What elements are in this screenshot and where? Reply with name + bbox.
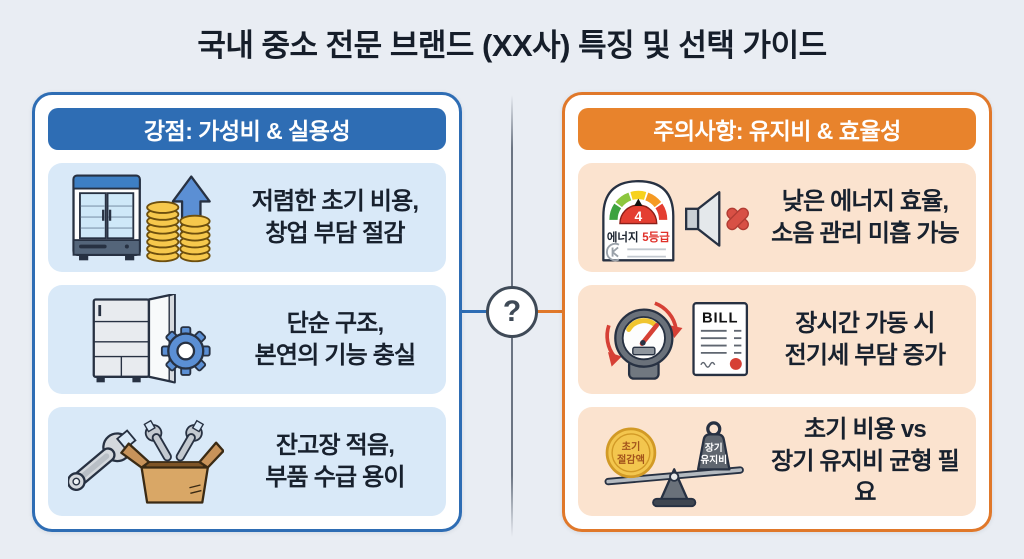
coin-icon: 초기 절감액 [605,427,656,478]
x-mark-icon [725,207,749,230]
strength-row-reliability: 잔고장 적음, 부품 수급 용이 [48,407,446,516]
strength-row-simple-structure: 단순 구조, 본연의 기능 충실 [48,285,446,394]
strengths-panel: 강점: 가성비 & 실용성 [32,92,462,532]
right-connector-line [536,310,562,313]
wrench-icon [67,428,137,491]
kc-mark-icon [605,242,619,261]
question-mark-badge: ? [486,286,538,338]
electricity-illustration: BILL [604,300,748,380]
strength-text-initial-cost: 저렴한 초기 비용, 창업 부담 절감 [251,187,419,247]
strengths-header: 강점: 가성비 & 실용성 [48,108,446,150]
caution-row-cost-balance: 초기 절감액 장기 유지비 초기 비용 vs 장기 유지비 균형 필요 [578,407,976,516]
strength-text-simple-structure: 단순 구조, 본연의 기능 충실 [254,309,417,369]
question-mark: ? [502,295,522,328]
low-cost-illustration [72,174,211,262]
page-title: 국내 중소 전문 브랜드 (XX사) 특징 및 선택 가이드 [197,28,827,63]
cautions-header: 주의사항: 유지비 & 효율성 [578,108,976,150]
muted-speaker-icon [684,190,720,247]
caution-text-efficiency-noise: 낮은 에너지 효율, 소음 관리 미흡 가능 [771,187,960,247]
caution-text-cost-balance: 초기 비용 vs 장기 유지비 균형 필요 [771,415,960,507]
coin-label-top: 초기 [621,440,640,453]
weight-label-top: 장기 [704,441,722,453]
open-fridge-icon [92,293,176,383]
caution-row-electricity: BILL 장시간 가동 시 전기세 부담 증가 [578,285,976,394]
coin-label-bottom: 절감액 [617,452,645,465]
coin-stacks-icon [145,200,211,262]
strength-row-initial-cost: 저렴한 초기 비용, 창업 부담 절감 [48,163,446,272]
strength-text-reliability: 잔고장 적음, 부품 수급 용이 [265,431,405,491]
showcase-fridge-icon [72,174,141,260]
grade-number: 4 [634,209,642,224]
weight-label-bottom: 유지비 [700,453,727,465]
left-connector-line [462,310,488,313]
caution-text-electricity: 장시간 가동 시 전기세 부담 증가 [784,309,947,369]
electric-meter-icon [604,300,682,380]
reliability-illustration [67,419,225,504]
cost-balance-illustration: 초기 절감액 장기 유지비 [604,420,744,507]
balance-scale-icon [604,465,744,507]
gear-icon [160,325,211,376]
simple-structure-illustration [92,293,211,383]
parts-box-icon [120,419,225,504]
bill-icon: BILL [691,301,748,376]
bill-label: BILL [702,310,738,326]
weight-icon: 장기 유지비 [696,420,731,471]
